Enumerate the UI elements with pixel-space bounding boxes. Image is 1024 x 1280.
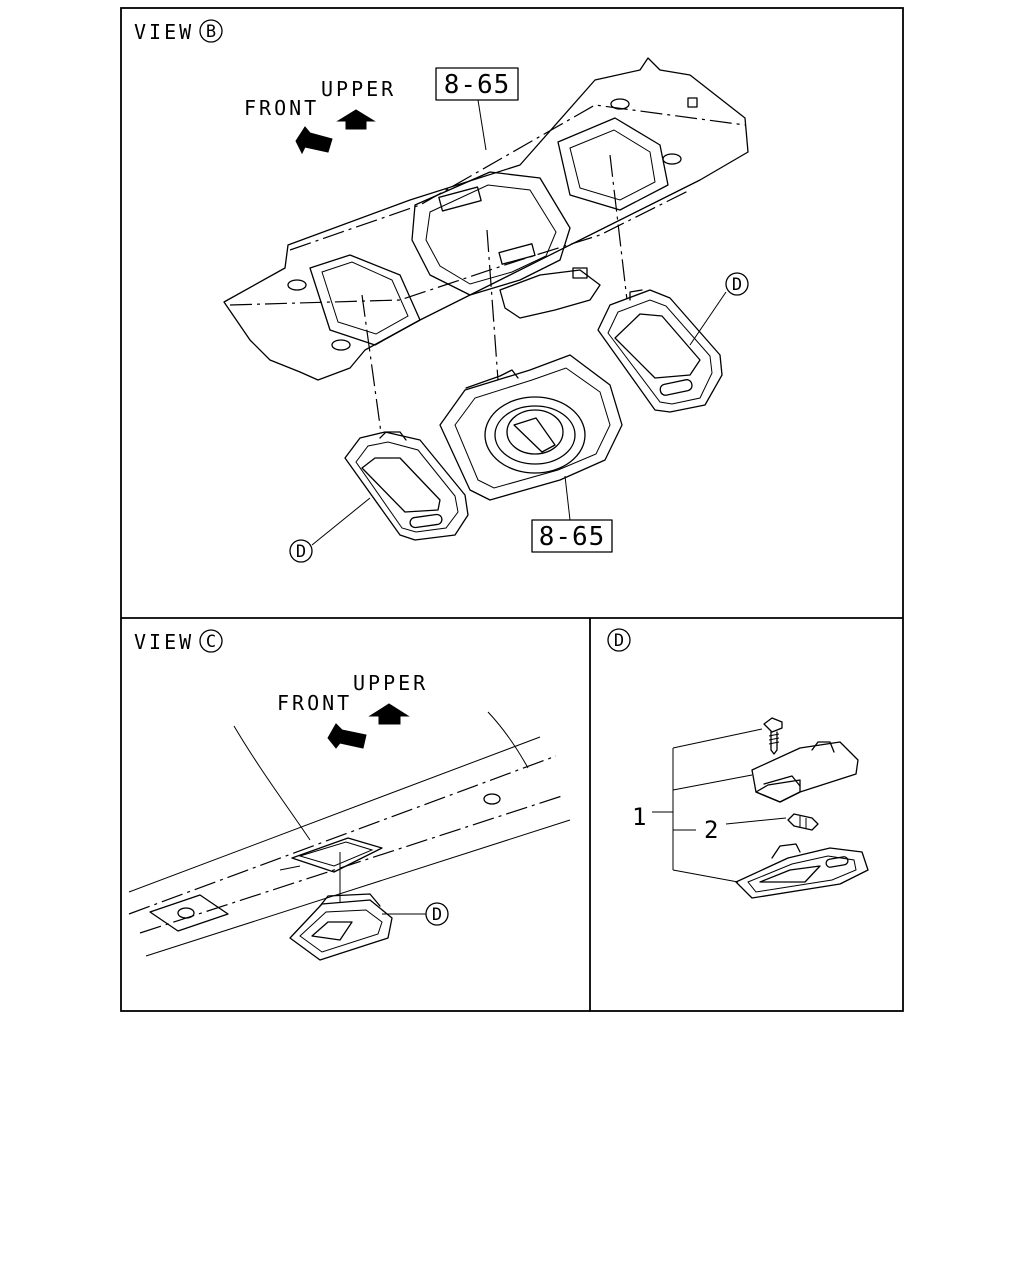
lamp-lens <box>735 843 869 899</box>
part-bracket <box>652 728 787 883</box>
lamp-housing <box>751 741 859 803</box>
view-c-title: VIEW <box>134 630 194 654</box>
callout-d-left: D <box>289 497 371 563</box>
front-label: FRONT <box>244 96 319 120</box>
front-arrow-icon <box>295 126 333 155</box>
part-number-2: 2 <box>704 816 718 844</box>
upper-arrow-c-icon <box>368 703 410 725</box>
part-number-1: 1 <box>632 803 646 831</box>
upper-arrow-icon <box>336 109 376 130</box>
room-lamp-c <box>289 893 393 961</box>
map-lamp-center <box>439 354 623 501</box>
front-arrow-c-icon <box>327 723 367 749</box>
upper-label-c: UPPER <box>353 671 428 695</box>
svg-text:D: D <box>732 275 742 295</box>
diagram-frames <box>120 7 904 1012</box>
roof-side-rail <box>128 711 571 957</box>
detail-d-title-mark: D <box>607 628 631 652</box>
view-b-panel: VIEW B UPPER FRONT 8-65 <box>134 19 749 563</box>
ref-box-bottom: 8-65 <box>531 475 613 553</box>
svg-text:D: D <box>296 542 306 562</box>
svg-text:B: B <box>206 22 216 42</box>
front-label-c: FRONT <box>277 691 352 715</box>
roof-panel <box>223 57 749 381</box>
svg-text:D: D <box>432 905 442 925</box>
detail-d-panel: D <box>607 628 869 899</box>
room-lamp-left <box>344 431 469 541</box>
bulb-icon <box>787 813 819 831</box>
svg-text:8-65: 8-65 <box>539 522 606 552</box>
svg-text:8-65: 8-65 <box>444 70 511 100</box>
screw-icon <box>763 717 783 755</box>
callout-d-c: D <box>382 902 449 926</box>
room-lamp-right <box>597 289 723 413</box>
svg-text:D: D <box>614 631 624 651</box>
svg-text:C: C <box>206 632 216 652</box>
upper-label: UPPER <box>321 77 396 101</box>
callout-d-right: D <box>689 272 749 346</box>
view-b-leaders <box>361 154 628 441</box>
ref-box-top: 8-65 <box>435 67 519 151</box>
view-b-title-mark: B <box>199 19 223 43</box>
view-c-title-mark: C <box>199 629 223 653</box>
view-c-panel: VIEW C UPPER FRONT <box>128 629 571 961</box>
view-b-title: VIEW <box>134 20 194 44</box>
